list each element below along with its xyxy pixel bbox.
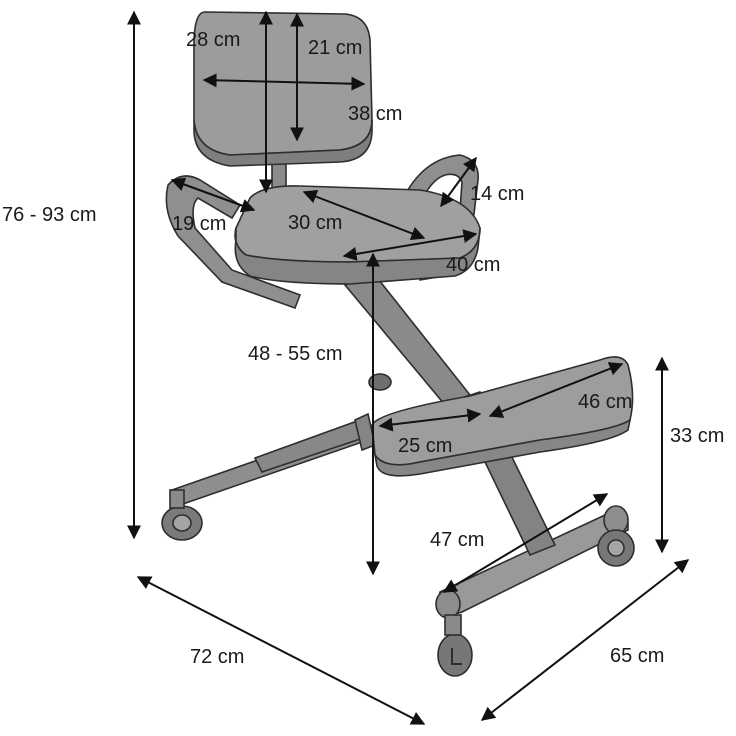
wheel-front-left-hub: [451, 648, 462, 665]
label-base-width: 65 cm: [610, 645, 664, 667]
rear-caster-left: [169, 489, 185, 509]
knee-pad-side: [374, 418, 632, 477]
dimension-labels: 28 cm 21 cm 38 cm 76 - 93 cm 19 cm 14 cm…: [2, 29, 724, 668]
label-armrest-height: 14 cm: [470, 183, 524, 205]
label-seat-width: 40 cm: [446, 254, 500, 276]
label-knee-pad-width: 46 cm: [578, 391, 632, 413]
front-caster-left: [444, 614, 462, 636]
backrest-edge: [193, 119, 373, 167]
arrow-base-width: [480, 559, 690, 721]
label-knee-pad-depth: 25 cm: [398, 435, 452, 457]
cross-bar: [253, 419, 374, 473]
arrow-knee-pad-depth: [378, 408, 482, 432]
arrow-base-length: [136, 576, 426, 725]
arrow-armrest-length: [170, 177, 256, 213]
wheel-front-right-hub: [607, 539, 625, 557]
main-frame-upper: [343, 274, 472, 406]
label-total-height: 76 - 93 cm: [2, 204, 96, 226]
arrow-knee-pad-width: [488, 362, 624, 418]
label-base-length: 72 cm: [190, 646, 244, 668]
arrow-seat-width: [342, 229, 478, 261]
seat: [234, 185, 481, 263]
wheel-front-left: [437, 633, 473, 677]
label-backrest-inner-height: 21 cm: [308, 37, 362, 59]
wheel-rear-left-hub: [172, 514, 192, 532]
label-knee-pad-height: 33 cm: [670, 425, 724, 447]
label-seat-height: 48 - 55 cm: [248, 343, 342, 365]
front-bar-end-left: [435, 589, 461, 619]
label-backrest-width: 38 cm: [348, 103, 402, 125]
arrow-backrest-width: [202, 73, 366, 91]
label-backrest-height: 28 cm: [186, 29, 240, 51]
label-base-front-width: 47 cm: [430, 529, 484, 551]
dimension-arrows: [127, 10, 690, 725]
label-armrest-length: 19 cm: [172, 213, 226, 235]
arrow-armrest-height: [440, 156, 477, 208]
seat-side: [234, 227, 481, 285]
arrow-base-front-width: [442, 493, 609, 593]
label-seat-depth: 30 cm: [288, 212, 342, 234]
